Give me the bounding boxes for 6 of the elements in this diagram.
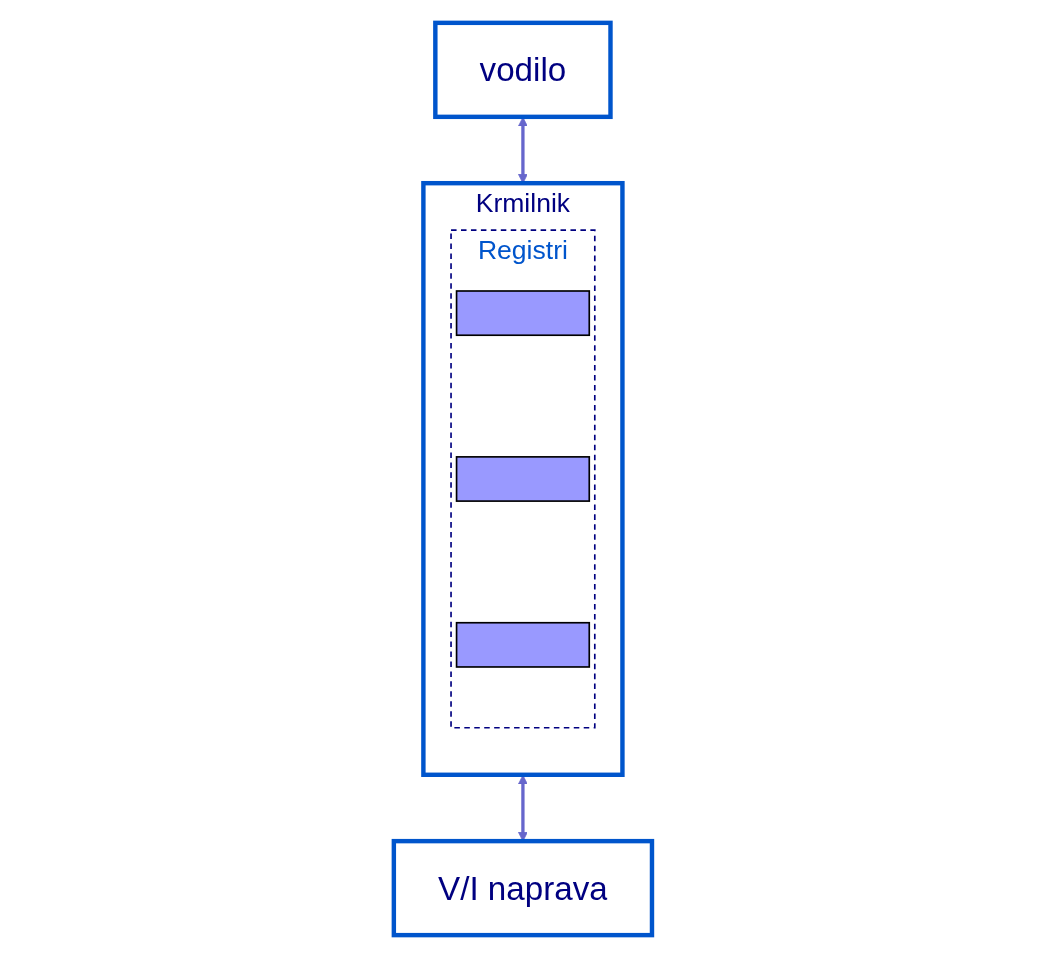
node-bar — [455, 290, 590, 337]
cluster: Registri — [449, 229, 596, 729]
node-bar — [455, 456, 590, 502]
node-box: vodilo — [432, 20, 613, 120]
node-box: V/I naprava — [391, 838, 654, 938]
node-bar — [455, 621, 590, 668]
